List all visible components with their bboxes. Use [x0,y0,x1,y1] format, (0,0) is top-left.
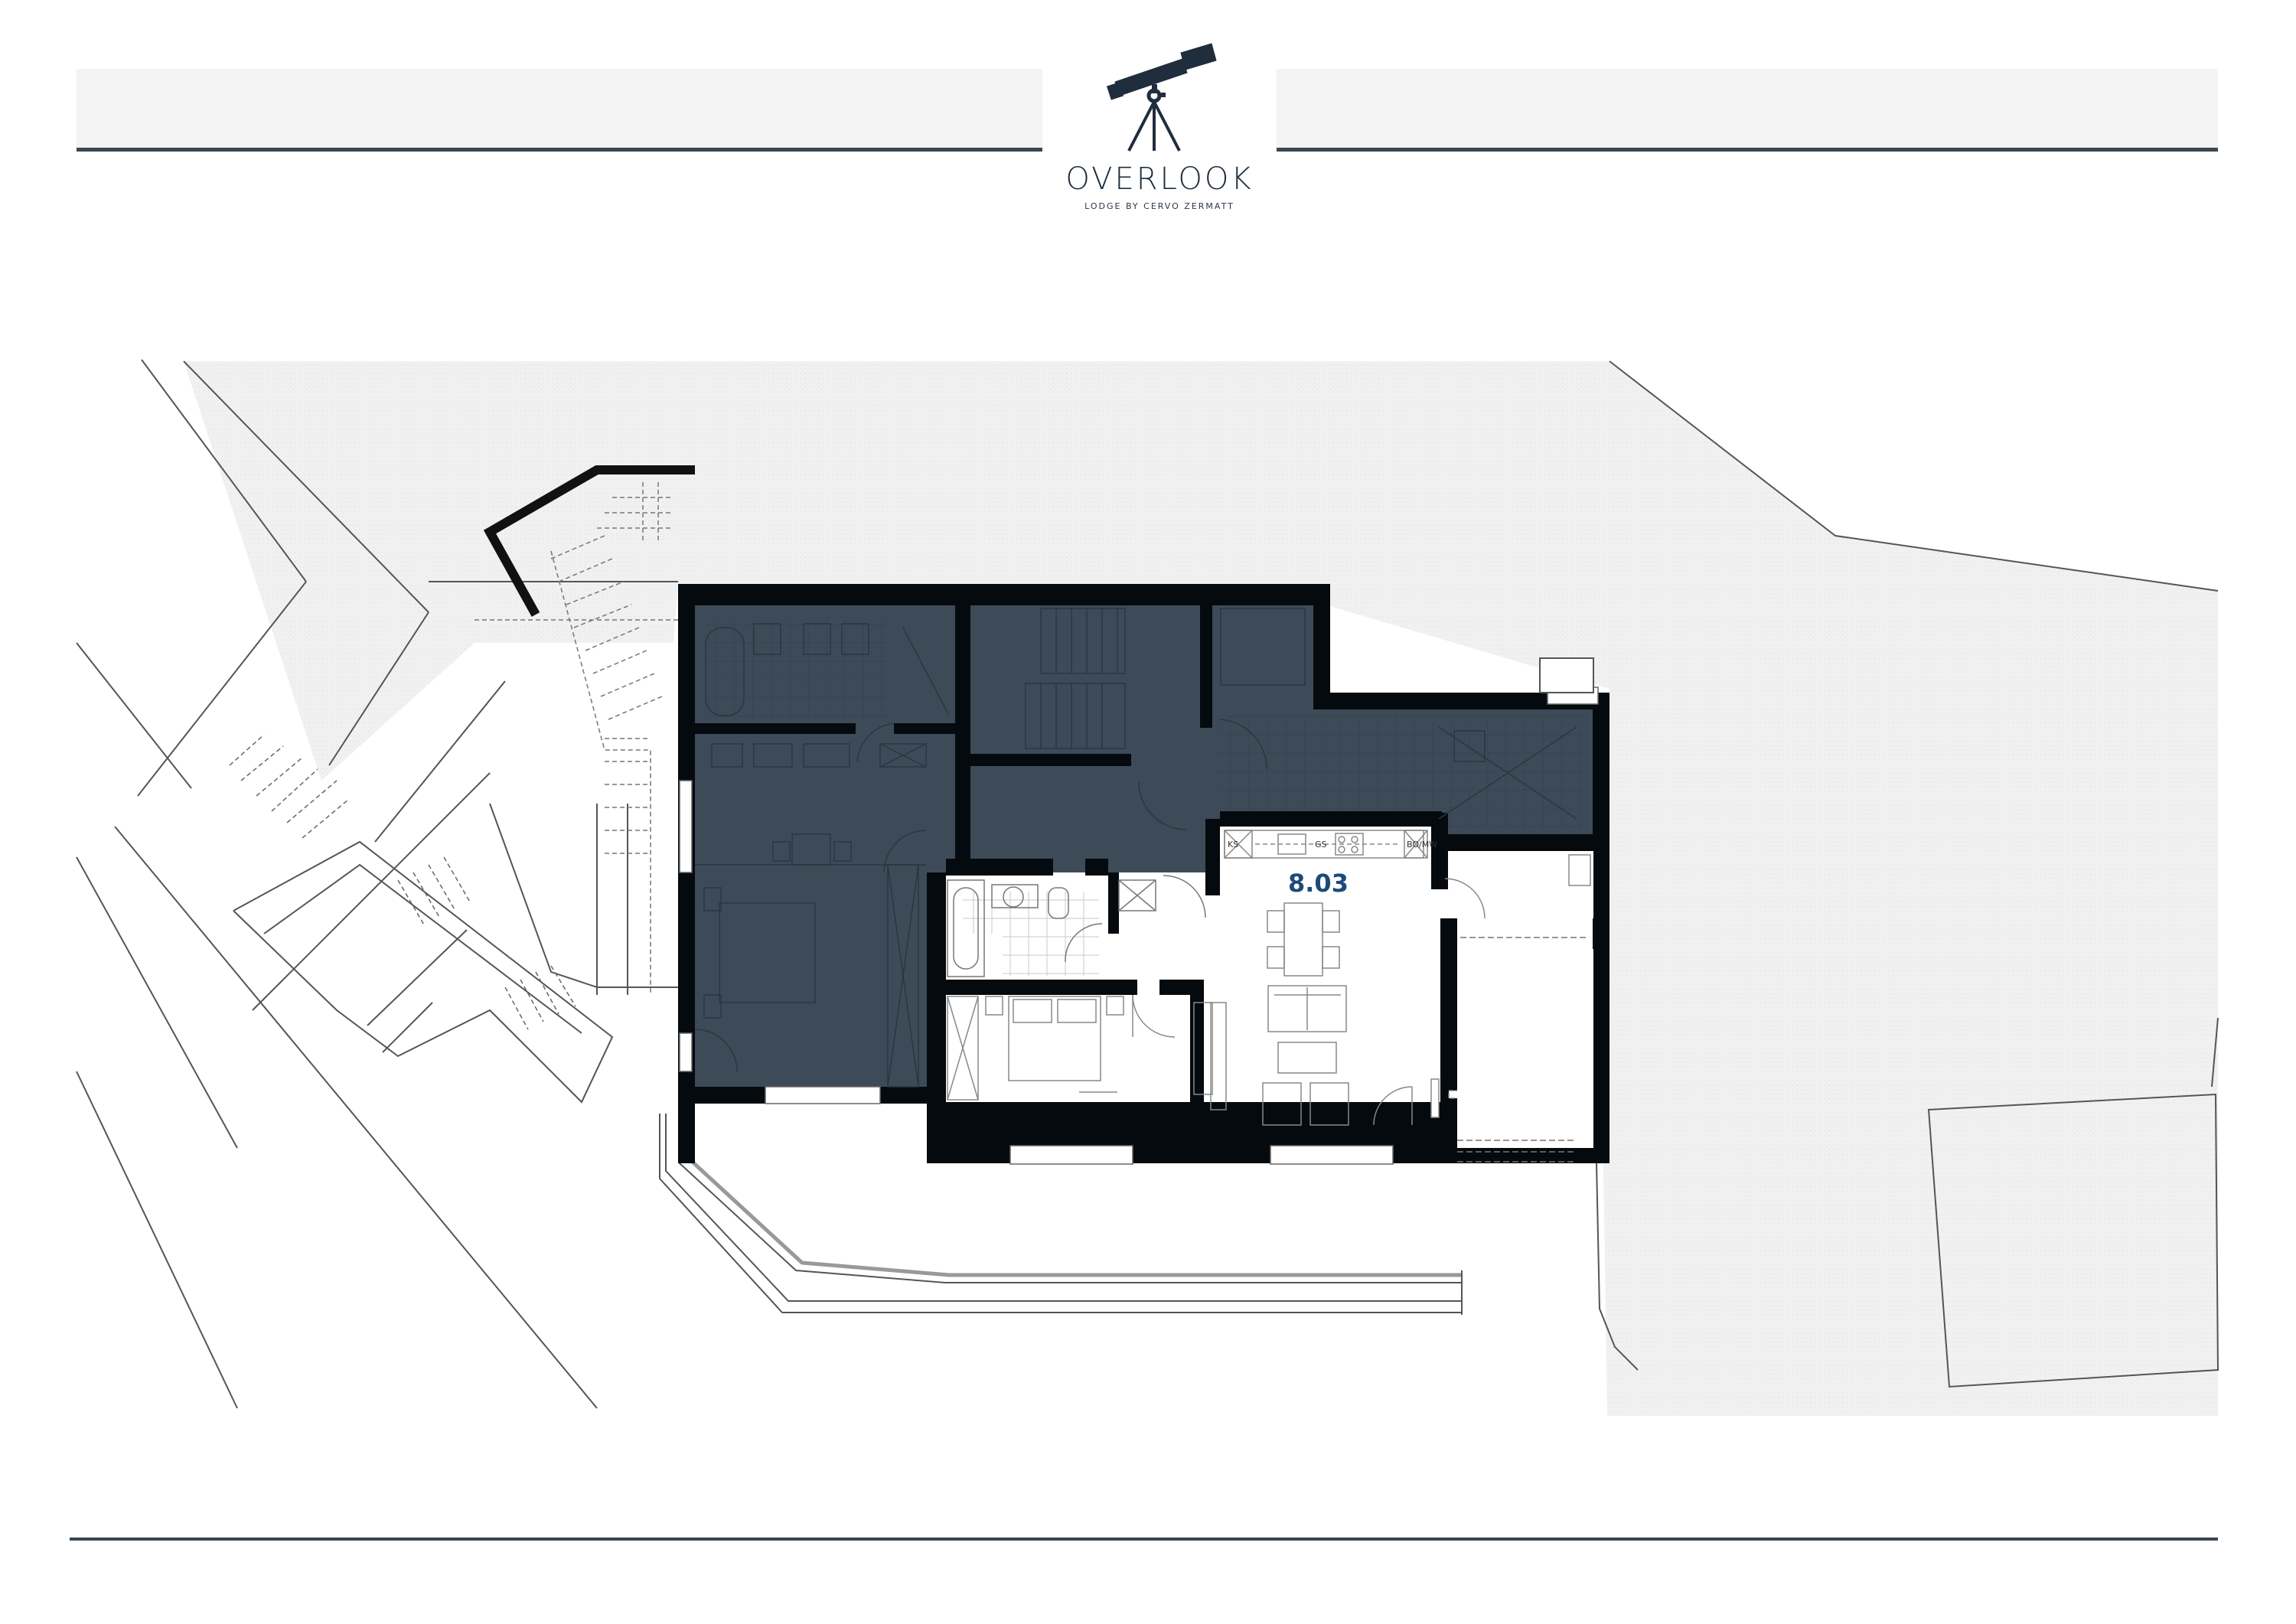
kitchen-label-oven: BO/MW [1407,840,1437,850]
telescope-icon [1106,43,1217,152]
entrance-stair [475,465,695,995]
highlighted-area [678,584,1609,1102]
site-linework-left [76,359,678,1409]
unit-number: 8.03 [1288,869,1349,898]
site-stairs-left [229,734,576,1030]
kitchen-label-fridge: KS [1228,840,1238,850]
header-band-left [77,69,1042,152]
brand-logo: OVERLOOK LODGE BY CERVO ZERMATT [1045,42,1274,233]
kitchen-label-dishwasher: GS [1315,840,1327,850]
brand-name: OVERLOOK [1065,161,1254,197]
site-terrain [183,360,2219,1416]
kitchen-counter [1224,830,1428,859]
balcony-box [1539,657,1594,693]
living-furniture [1210,854,1591,1126]
bedroom-furniture [947,994,1213,1101]
dark-area-linework [694,608,1577,1088]
bathroom-fixtures [947,875,1206,977]
footer-divider [70,1538,2218,1541]
brand-subtitle: LODGE BY CERVO ZERMATT [1084,201,1234,211]
header-band-right [1277,69,2218,152]
building: KS GS BO/MW 8.03 [678,584,1609,1165]
